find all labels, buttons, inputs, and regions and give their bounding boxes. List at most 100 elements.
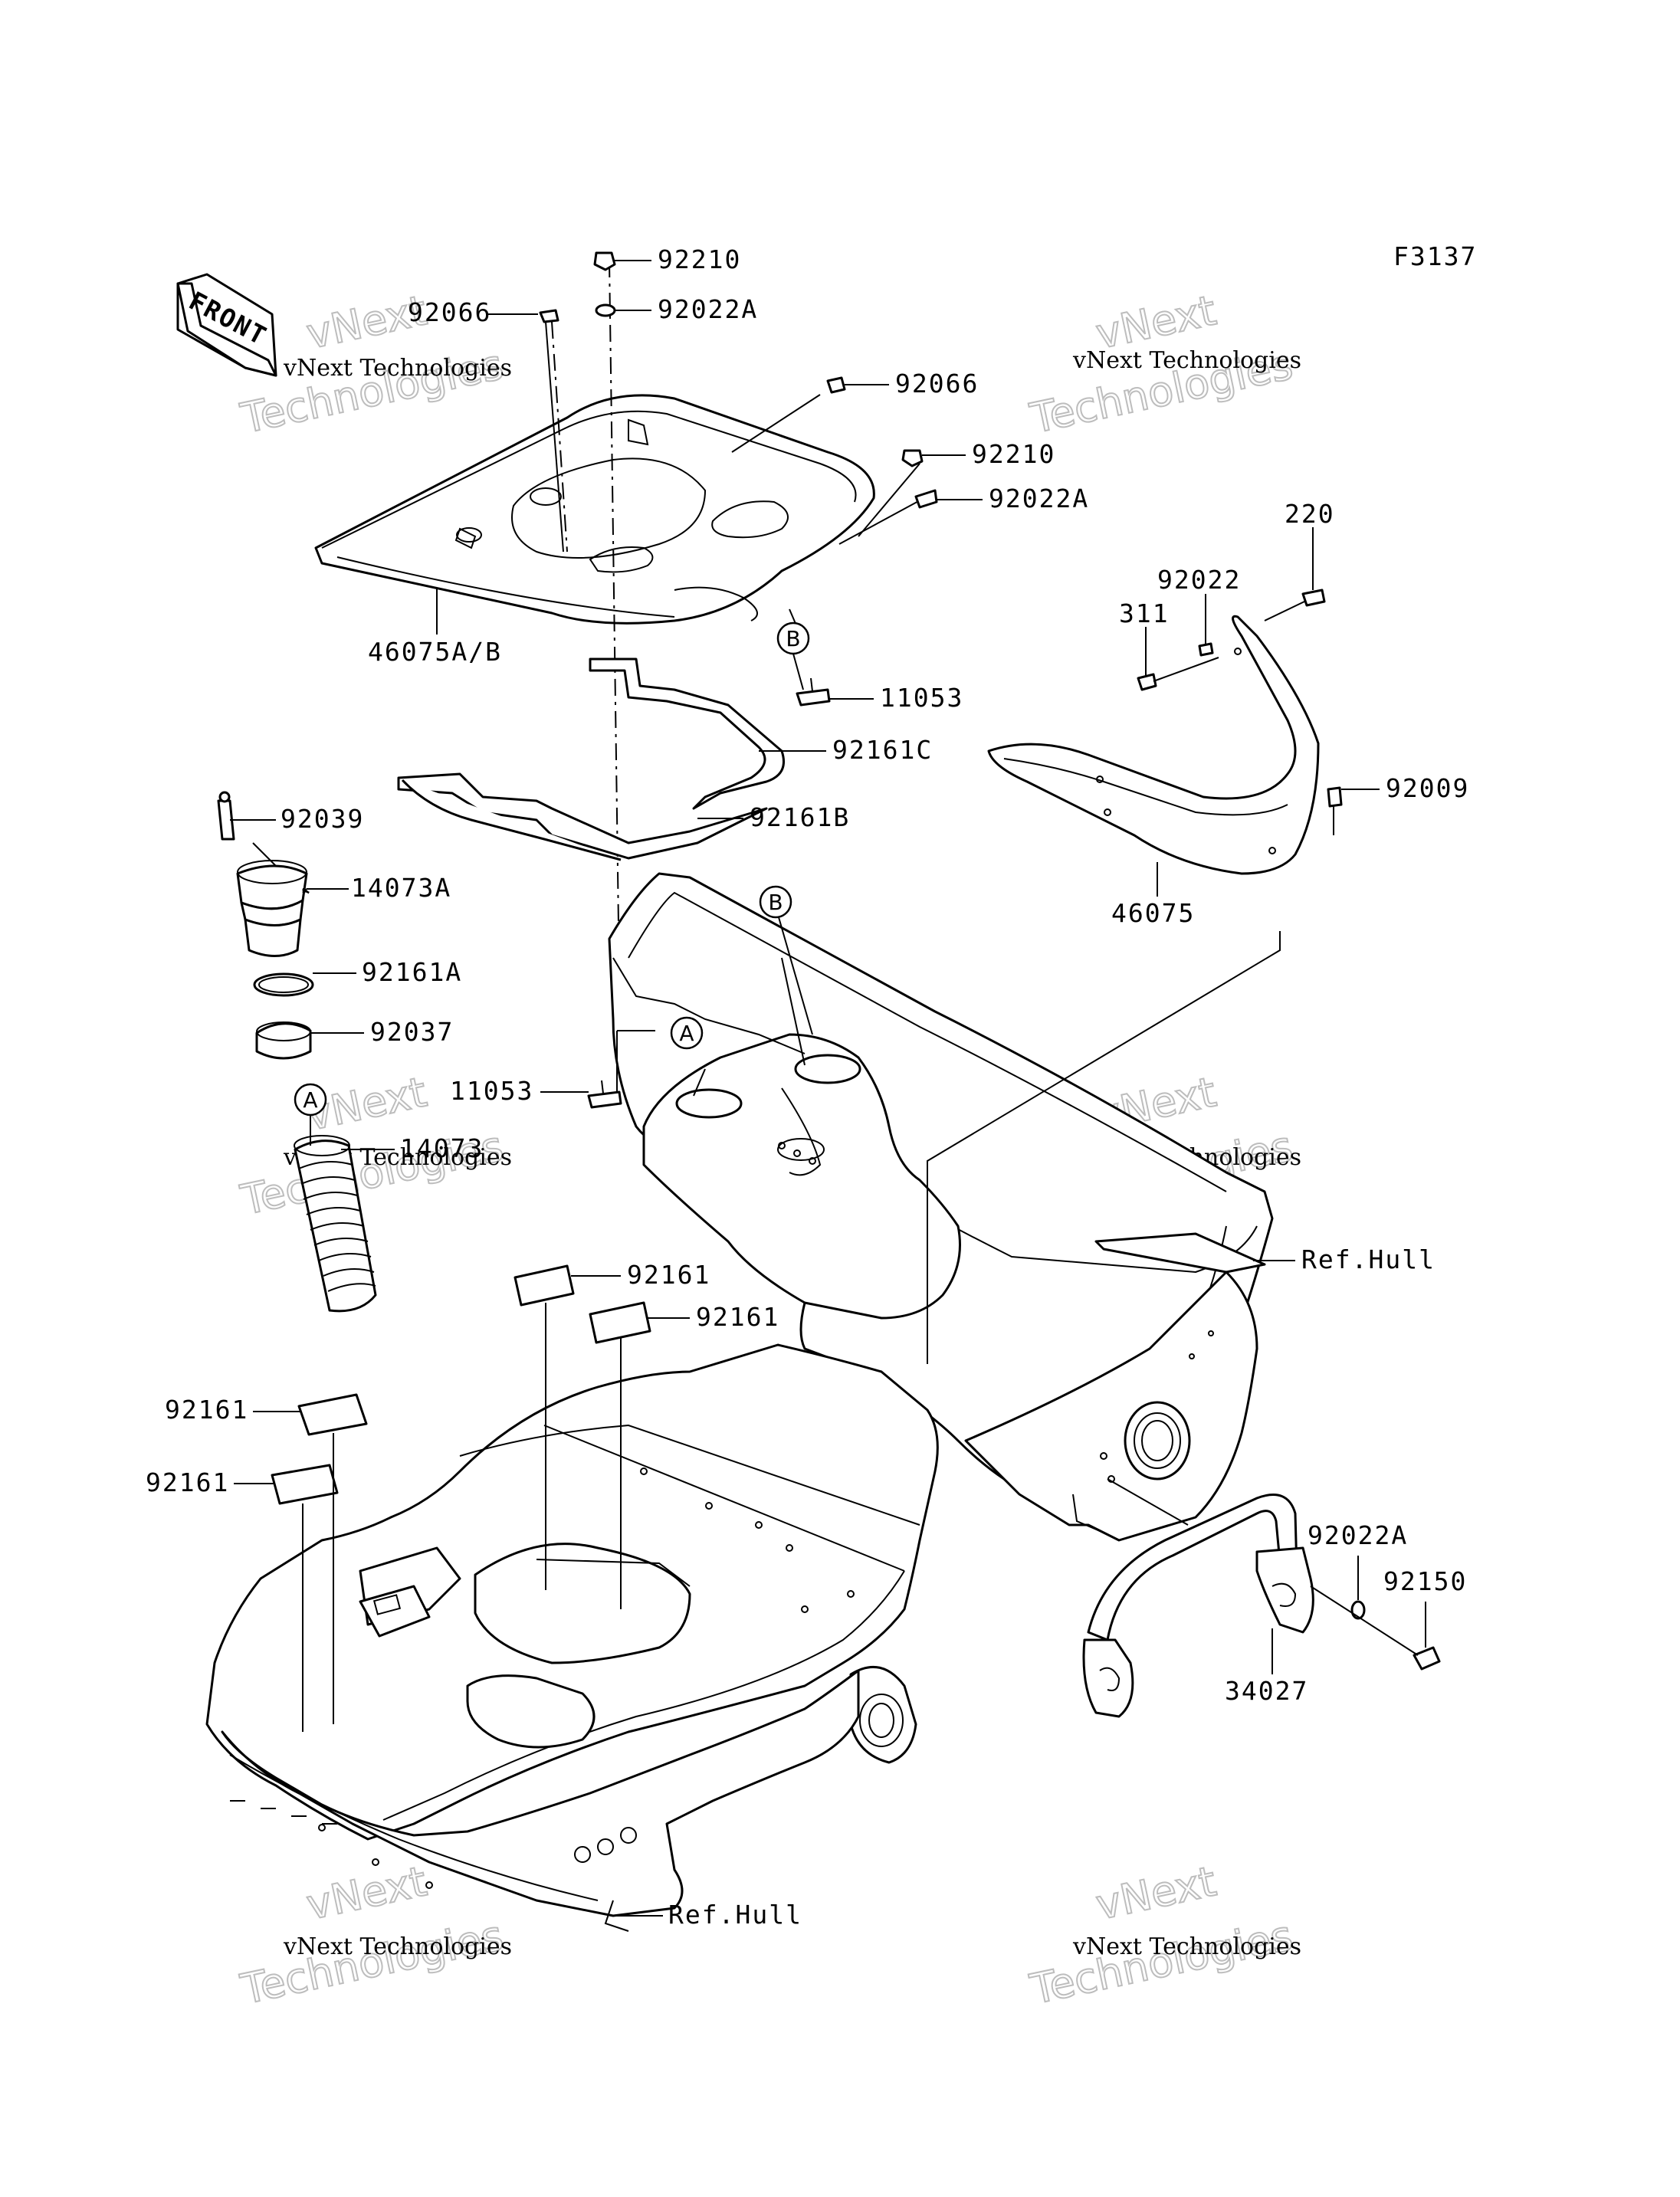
label-92022a-top: 92022A [615,294,756,324]
nut-92210-top [593,251,616,271]
bolt-220 [1264,589,1326,621]
front-arrow-icon: FRONT [176,273,277,377]
nut-311 [1137,657,1219,691]
svg-text:220: 220 [1285,499,1335,529]
label-92161-1: 92161 [571,1260,710,1290]
label-92161b: 92161B [697,802,850,832]
label-92039: 92039 [230,804,364,834]
svg-text:vNext Technologies: vNext Technologies [283,355,512,382]
label-92161a: 92161A [313,957,462,987]
label-92161-2: 92161 [648,1302,779,1332]
label-92066-top: 92066 [408,297,564,553]
clip-11053-side [587,1080,622,1109]
label-92210-top: 92210 [615,244,741,274]
figure-code: F3137 [1393,241,1477,271]
svg-text:92161B: 92161B [750,802,850,832]
clip-11053-top [796,677,831,707]
callout-b-hull: B [759,885,792,919]
svg-text:92039: 92039 [281,804,364,834]
svg-text:92022A: 92022A [1308,1520,1408,1550]
vent-92039 [217,791,235,841]
label-92022a-right: 92022A [937,484,1089,513]
filler-neck-14073a [236,842,308,957]
gasket-92161b [397,772,768,861]
watermark-2: vNext Technologies vNext Technologies [1025,285,1301,444]
watermark-5: vNext Technologies vNext Technologies [236,1856,512,2015]
label-92150: 92150 [1383,1566,1467,1648]
svg-text:92066: 92066 [408,297,491,327]
deck-hull-upper [608,872,1274,1496]
bolt-92066-top [539,309,559,323]
svg-text:Technologies: Technologies [237,1911,507,2014]
label-ref-hull-2: Ref.Hull [613,1900,802,1930]
label-14073a: 14073A [302,873,450,903]
callout-a-hose: A [294,1083,327,1117]
watermark-6: vNext Technologies vNext Technologies [1025,1856,1301,2015]
bolt-92150 [1413,1646,1441,1671]
decal-92161-4 [271,1464,339,1505]
label-46075ab: 46075A/B [368,589,502,667]
svg-text:vNext: vNext [1092,1857,1220,1929]
svg-text:92066: 92066 [895,369,979,398]
svg-text:34027: 34027 [1225,1676,1308,1706]
label-92161-3: 92161 [165,1395,300,1425]
washer-92022a-right [914,489,938,509]
washer-92022a-top [595,303,616,317]
grab-handle-34027 [1082,1494,1314,1718]
svg-text:11053: 11053 [880,683,963,713]
svg-text:46075A/B: 46075A/B [368,637,502,667]
svg-text:92161: 92161 [146,1467,229,1497]
filler-hose-14073 [294,1135,377,1313]
svg-text:14073: 14073 [400,1133,484,1163]
svg-text:vNext Technologies: vNext Technologies [1072,1933,1301,1960]
label-34027: 34027 [1225,1628,1308,1706]
gasket-92161c [589,657,785,810]
svg-text:vNext Technologies: vNext Technologies [1072,347,1301,374]
svg-text:92022A: 92022A [989,484,1089,513]
svg-text:92009: 92009 [1386,773,1469,803]
label-92161-4: 92161 [146,1467,274,1497]
svg-text:Technologies: Technologies [1026,1911,1297,2014]
svg-text:11053: 11053 [450,1076,533,1106]
svg-text:92210: 92210 [658,244,741,274]
svg-text:92150: 92150 [1383,1566,1467,1596]
o-ring-92161a [253,972,314,997]
decal-92161-3 [297,1393,368,1436]
svg-text:46075: 46075 [1111,898,1195,928]
nut-92210-right [901,449,924,467]
label-14073: 14073 [341,1133,484,1163]
svg-text:92037: 92037 [370,1017,454,1047]
svg-text:92161A: 92161A [362,957,462,987]
label-92066-right: 92066 [845,369,979,398]
svg-text:92161C: 92161C [832,735,933,765]
svg-text:92161: 92161 [627,1260,710,1290]
decal-92161-2 [589,1301,651,1344]
svg-text:B: B [768,890,783,915]
label-311: 311 [1119,598,1168,676]
callout-b-top: B [776,621,810,655]
hull-right-side [964,1271,1258,1542]
svg-text:A: A [679,1021,694,1046]
label-92009: 92009 [1333,773,1469,835]
bolt-92009 [1327,786,1343,808]
label-92161c: 92161C [759,735,933,765]
svg-text:vNext: vNext [303,1857,431,1929]
label-92022a-handle: 92022A [1308,1520,1408,1600]
svg-text:A: A [303,1087,317,1113]
front-cover-46075 [987,615,1320,875]
hull-lower [205,1343,939,1932]
clamp-92037 [255,1021,312,1060]
seat-pan-cover-46075ab [314,394,875,625]
label-92022: 92022 [1157,565,1239,644]
label-92037: 92037 [310,1017,454,1047]
callout-a-hull: A [670,1016,704,1050]
label-92210-right: 92210 [922,439,1054,469]
svg-text:Ref.Hull: Ref.Hull [668,1900,802,1930]
bolt-92066-right [826,376,846,394]
decal-92161-1 [514,1264,575,1307]
label-46075: 46075 [1111,862,1195,928]
washer-92022 [1198,642,1214,657]
label-11053-side: 11053 [450,1076,589,1106]
svg-text:92161: 92161 [696,1302,779,1332]
